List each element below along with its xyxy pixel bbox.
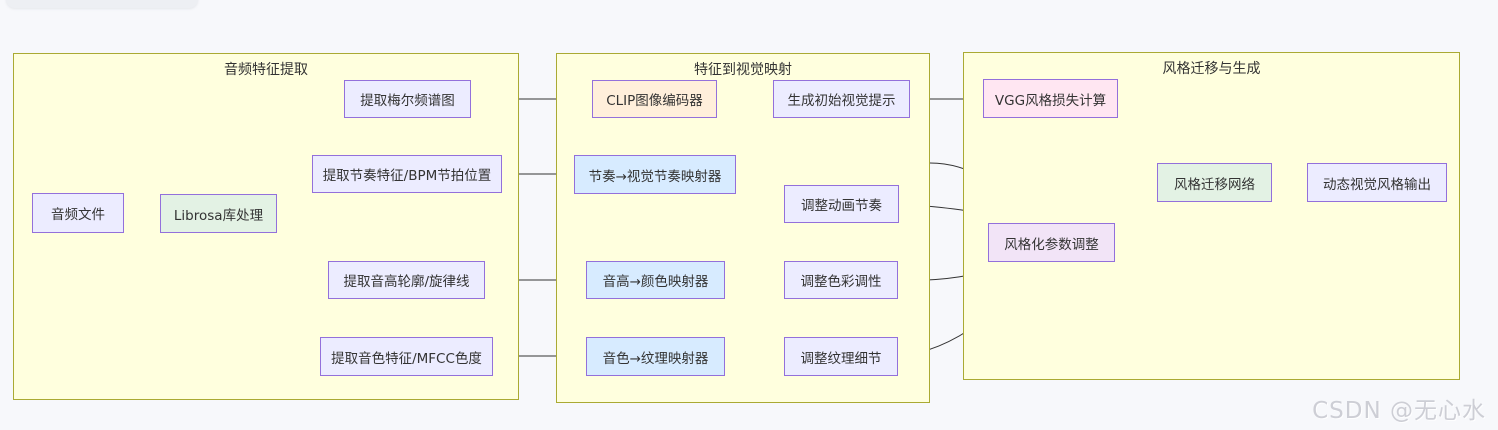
node-color-tonality: 调整色彩调性 bbox=[784, 261, 898, 299]
node-pitch-color-mapper: 音高→颜色映射器 bbox=[586, 261, 725, 299]
node-clip-encoder: CLIP图像编码器 bbox=[592, 80, 717, 118]
node-label: 音频文件 bbox=[51, 207, 105, 223]
node-label: 风格化参数调整 bbox=[1004, 236, 1099, 253]
node-rhythm-mapper: 节奏→视觉节奏映射器 bbox=[574, 155, 736, 194]
node-label: 音高→颜色映射器 bbox=[602, 274, 709, 290]
node-timbre-mfcc: 提取音色特征/MFCC色度 bbox=[320, 337, 493, 376]
group-title: 音频特征提取 bbox=[224, 62, 308, 78]
node-audio-file: 音频文件 bbox=[32, 193, 124, 233]
node-label: VGG风格损失计算 bbox=[994, 92, 1107, 109]
node-anim-rhythm: 调整动画节奏 bbox=[784, 185, 899, 223]
node-label: 调整纹理细节 bbox=[800, 350, 882, 367]
node-label: 风格迁移网络 bbox=[1174, 176, 1255, 193]
node-label: 提取音色特征/MFCC色度 bbox=[331, 350, 482, 367]
node-label: 提取音高轮廓/旋律线 bbox=[343, 274, 470, 290]
node-rhythm-bpm: 提取节奏特征/BPM节拍位置 bbox=[312, 155, 502, 193]
group-title: 特征到视觉映射 bbox=[694, 62, 792, 78]
node-vgg-style-loss: VGG风格损失计算 bbox=[983, 79, 1118, 118]
csdn-watermark: CSDN @无心水 bbox=[1312, 398, 1486, 424]
node-label: 音色→纹理映射器 bbox=[602, 350, 709, 367]
node-timbre-texture-mapper: 音色→纹理映射器 bbox=[586, 337, 725, 376]
node-style-transfer-net: 风格迁移网络 bbox=[1157, 163, 1272, 202]
node-dynamic-output: 动态视觉风格输出 bbox=[1307, 163, 1447, 202]
node-texture-detail: 调整纹理细节 bbox=[784, 337, 898, 376]
node-label: 节奏→视觉节奏映射器 bbox=[588, 168, 722, 185]
node-label: 生成初始视觉提示 bbox=[787, 93, 896, 109]
node-pitch-contour: 提取音高轮廓/旋律线 bbox=[328, 261, 485, 299]
node-librosa: Librosa库处理 bbox=[160, 194, 277, 233]
node-label: CLIP图像编码器 bbox=[606, 93, 703, 109]
node-label: 调整动画节奏 bbox=[801, 198, 882, 214]
node-label: 动态视觉风格输出 bbox=[1323, 176, 1431, 193]
node-label: 提取节奏特征/BPM节拍位置 bbox=[322, 168, 492, 184]
node-style-params: 风格化参数调整 bbox=[988, 223, 1115, 262]
node-initial-visual-prompt: 生成初始视觉提示 bbox=[773, 80, 910, 118]
node-label: Librosa库处理 bbox=[173, 207, 264, 224]
node-label: 调整色彩调性 bbox=[800, 274, 882, 290]
toolbar-remnant bbox=[6, 0, 198, 8]
group-title: 风格迁移与生成 bbox=[1162, 61, 1261, 77]
node-mel-spectrogram: 提取梅尔频谱图 bbox=[344, 80, 471, 118]
node-label: 提取梅尔频谱图 bbox=[360, 93, 455, 109]
